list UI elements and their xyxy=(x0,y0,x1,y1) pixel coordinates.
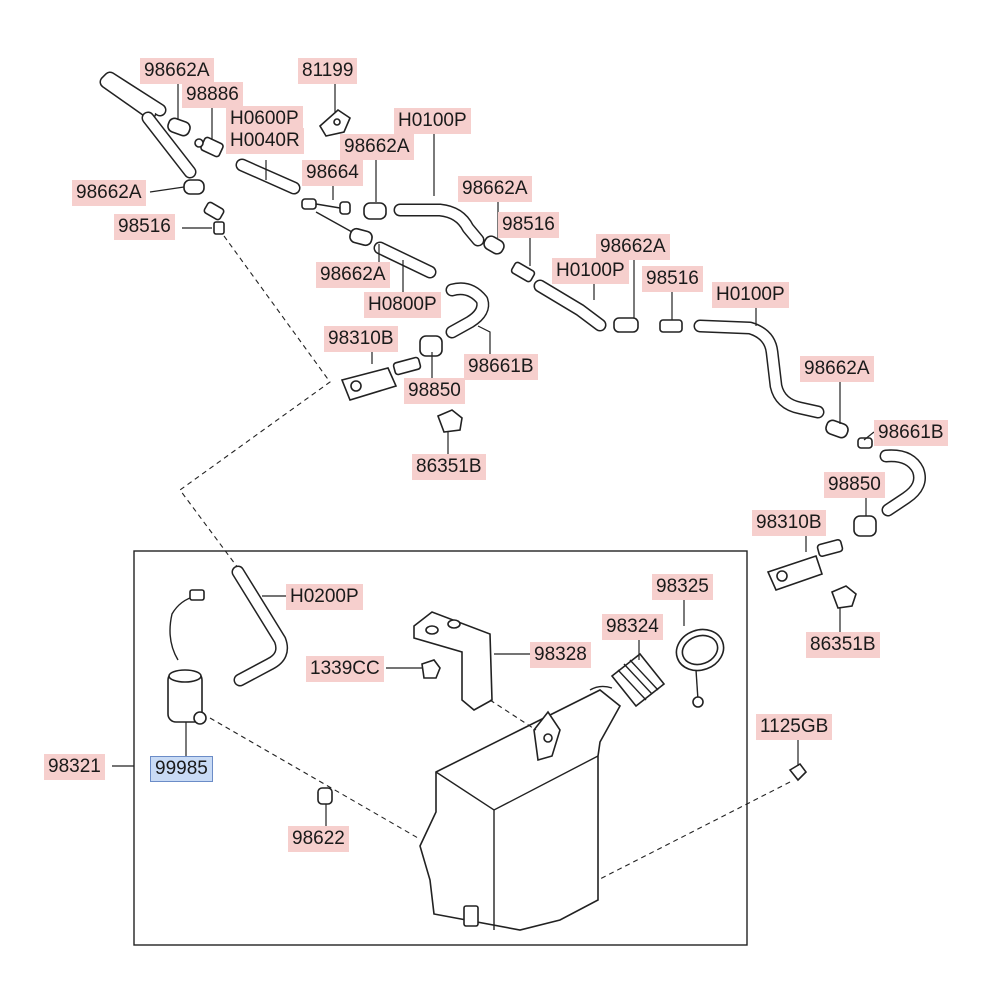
bolt-1339cc xyxy=(421,659,441,679)
dash-line-right xyxy=(597,781,791,881)
part-label-98662a: 98662A xyxy=(72,180,146,206)
part-label-h0600p: H0600P xyxy=(226,106,303,132)
part-label-98886: 98886 xyxy=(182,82,243,108)
hose-clip-a6 xyxy=(349,227,373,247)
cap-98325 xyxy=(675,628,725,708)
dash-line-bracket xyxy=(489,699,537,731)
part-label-98661b: 98661B xyxy=(464,354,538,380)
part-label-98850: 98850 xyxy=(824,472,885,498)
dash-line-upper xyxy=(179,235,331,569)
part-label-98661b: 98661B xyxy=(874,420,948,446)
reservoir-tank xyxy=(419,685,622,931)
part-label-98321: 98321 xyxy=(44,754,105,780)
part-label-98662a: 98662A xyxy=(800,356,874,382)
filler-neck-98324 xyxy=(610,652,666,708)
part-label-98310b: 98310B xyxy=(752,510,826,536)
hose-h0200p xyxy=(231,565,289,687)
cap-86351b-left xyxy=(436,409,463,433)
hose-clip-a3 xyxy=(363,202,387,220)
t-connector-98516-mid xyxy=(510,261,536,283)
grommet-98850-right xyxy=(853,515,877,537)
screw-1125gb xyxy=(788,762,808,782)
bracket-98328 xyxy=(413,611,493,711)
t-connector-98516-right xyxy=(659,319,683,333)
part-label-98850: 98850 xyxy=(404,378,465,404)
part-label-h0100p: H0100P xyxy=(712,282,789,308)
hose-h0040r xyxy=(235,158,301,195)
part-label-98516: 98516 xyxy=(498,212,559,238)
part-label-h0100p: H0100P xyxy=(394,108,471,134)
part-label-98664: 98664 xyxy=(302,160,363,186)
hose-98661b-right xyxy=(879,449,926,517)
assembly-frame xyxy=(133,550,748,946)
joint-small-right xyxy=(857,437,873,449)
part-label-86351b: 86351B xyxy=(412,454,486,480)
part-label-h0100p: H0100P xyxy=(552,258,629,284)
part-label-98516: 98516 xyxy=(114,214,175,240)
hose-h0100p-2 xyxy=(533,279,607,332)
part-label-1125gb: 1125GB xyxy=(756,714,833,740)
joint-98664 xyxy=(301,198,351,215)
hose-clip-a5 xyxy=(613,317,639,333)
part-label-86351b: 86351B xyxy=(806,632,880,658)
part-label-98662a: 98662A xyxy=(596,234,670,260)
part-label-98662a: 98662A xyxy=(140,58,214,84)
hose-clip-a1 xyxy=(167,117,191,137)
t-connector-98516-left xyxy=(203,201,225,235)
hose-98661b-left xyxy=(445,282,490,339)
nozzle-98310b-left xyxy=(340,356,422,401)
grommet-98622 xyxy=(317,787,333,805)
part-label-99985[interactable]: 99985 xyxy=(150,756,213,782)
grommet-98850-left xyxy=(419,335,443,357)
leader-lines xyxy=(112,82,875,826)
part-label-98325: 98325 xyxy=(652,574,713,600)
part-label-98310b: 98310B xyxy=(324,326,398,352)
check-valve-98886 xyxy=(194,136,224,158)
hose-clip-a4 xyxy=(483,235,505,255)
part-label-98516: 98516 xyxy=(642,266,703,292)
part-label-98662a: 98662A xyxy=(458,176,532,202)
part-label-98662a: 98662A xyxy=(340,134,414,160)
dash-line-pump xyxy=(209,717,419,839)
hose-line-mid xyxy=(315,211,353,233)
part-label-81199: 81199 xyxy=(298,58,358,84)
hose-clip-a7 xyxy=(825,419,849,439)
cap-86351b-right xyxy=(830,585,857,609)
hose-h0100p-3 xyxy=(693,319,825,419)
left-hose-bend xyxy=(99,71,197,179)
part-label-h0800p: H0800P xyxy=(364,292,441,318)
part-label-98324: 98324 xyxy=(602,614,663,640)
hose-clip-a2 xyxy=(183,179,205,195)
hose-h0800p xyxy=(373,241,437,279)
clip-81199 xyxy=(318,108,351,137)
part-label-98622: 98622 xyxy=(288,826,349,852)
part-label-h0040r: H0040R xyxy=(226,128,304,154)
part-label-98328: 98328 xyxy=(530,642,591,668)
part-label-98662a: 98662A xyxy=(316,262,390,288)
part-label-h0200p: H0200P xyxy=(286,584,363,610)
washer-pump xyxy=(167,589,207,725)
nozzle-98310b-right xyxy=(766,538,844,591)
hose-h0100p-1 xyxy=(393,203,485,247)
part-label-1339cc: 1339CC xyxy=(306,656,384,682)
